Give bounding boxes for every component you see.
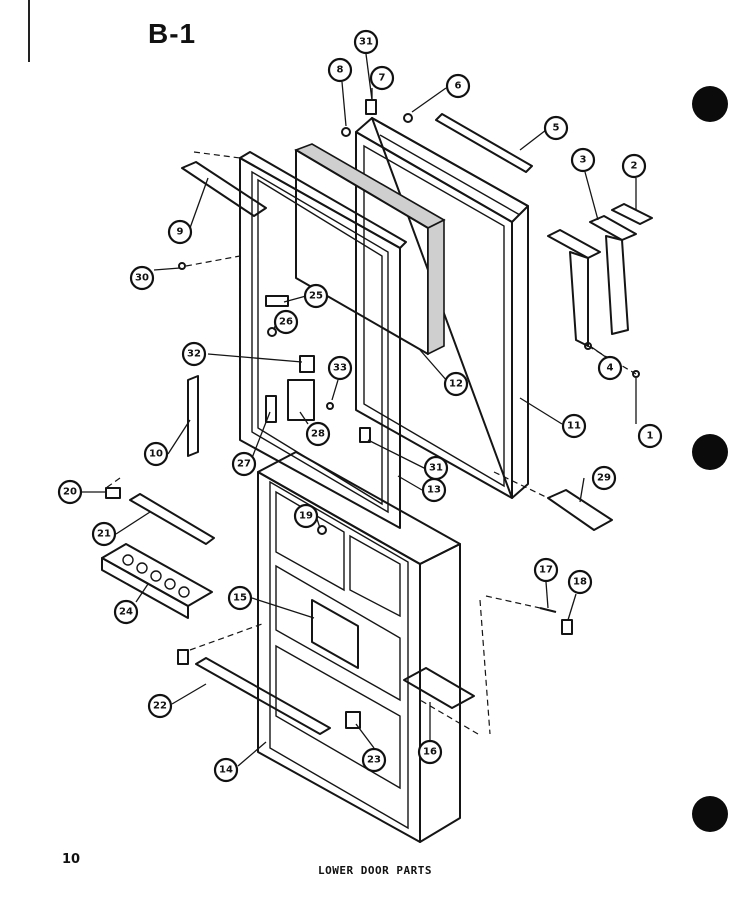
- svg-text:32: 32: [187, 349, 201, 360]
- callout-5: 5: [543, 115, 569, 141]
- callout-6: 6: [445, 73, 471, 99]
- svg-text:29: 29: [597, 473, 611, 484]
- svg-text:31: 31: [359, 37, 373, 48]
- punch-hole: [692, 86, 728, 122]
- diagram-caption: LOWER DOOR PARTS: [318, 864, 432, 877]
- door-gasket-frame: [239, 151, 407, 529]
- callout-leaders: [82, 53, 637, 767]
- svg-text:18: 18: [573, 577, 587, 588]
- svg-text:3: 3: [580, 155, 587, 166]
- svg-text:23: 23: [367, 755, 381, 766]
- svg-text:27: 27: [237, 459, 251, 470]
- svg-text:8: 8: [337, 65, 344, 76]
- callout-2: 2: [621, 153, 647, 179]
- svg-text:13: 13: [427, 485, 441, 496]
- callout-11: 11: [561, 413, 587, 439]
- callout-28: 28: [305, 421, 331, 447]
- callout-8: 8: [327, 57, 353, 83]
- punch-hole: [692, 796, 728, 832]
- svg-text:5: 5: [553, 123, 560, 134]
- callout-31-top: 31: [353, 29, 379, 55]
- svg-text:12: 12: [449, 379, 463, 390]
- callout-27: 27: [231, 451, 257, 477]
- callout-22: 22: [147, 693, 173, 719]
- dispenser-tray: [403, 667, 475, 709]
- callout-25: 25: [303, 283, 329, 309]
- punch-hole: [692, 434, 728, 470]
- svg-text:22: 22: [153, 701, 167, 712]
- callout-23: 23: [361, 747, 387, 773]
- svg-text:30: 30: [135, 273, 149, 284]
- callout-10: 10: [143, 441, 169, 467]
- callout-20: 20: [57, 479, 83, 505]
- callout-29: 29: [591, 465, 617, 491]
- liner-panel: [311, 599, 359, 669]
- svg-text:6: 6: [455, 81, 462, 92]
- svg-text:19: 19: [299, 511, 313, 522]
- svg-text:10: 10: [149, 449, 163, 460]
- inner-door-liner: [257, 451, 461, 843]
- svg-text:14: 14: [219, 765, 233, 776]
- top-trim-strip: [435, 113, 533, 173]
- callout-bubbles: 1 2 3 4 5 6 7 8 9 10 11 12 13 14 15 16 1…: [57, 29, 663, 783]
- page-number: 10: [62, 852, 81, 867]
- svg-text:26: 26: [279, 317, 293, 328]
- svg-text:33: 33: [333, 363, 347, 374]
- svg-text:31: 31: [429, 463, 443, 474]
- svg-text:25: 25: [309, 291, 323, 302]
- svg-text:2: 2: [631, 161, 638, 172]
- diagram-title: B-1: [148, 18, 197, 49]
- lower-shelf-bar: [195, 657, 331, 735]
- callout-21: 21: [91, 521, 117, 547]
- callout-13: 13: [421, 477, 447, 503]
- svg-text:20: 20: [63, 487, 77, 498]
- insulation-block: [294, 143, 446, 356]
- egg-tray: [101, 543, 213, 619]
- callout-17: 17: [533, 557, 559, 583]
- svg-text:7: 7: [379, 73, 386, 84]
- callout-9: 9: [167, 219, 193, 245]
- svg-text:1: 1: [647, 431, 654, 442]
- callout-1: 1: [637, 423, 663, 449]
- callout-3: 3: [570, 147, 596, 173]
- svg-text:21: 21: [97, 529, 111, 540]
- callout-4: 4: [597, 355, 623, 381]
- binding-rule: [28, 0, 30, 62]
- frame-trim-strip: [181, 161, 267, 217]
- callout-30: 30: [129, 265, 155, 291]
- svg-text:16: 16: [423, 747, 437, 758]
- svg-text:9: 9: [177, 227, 184, 238]
- svg-text:24: 24: [119, 607, 133, 618]
- side-trim-strip: [187, 375, 199, 457]
- callout-15: 15: [227, 585, 253, 611]
- hinge-brackets: [547, 203, 653, 347]
- callout-18: 18: [567, 569, 593, 595]
- callout-19: 19: [293, 503, 319, 529]
- callout-16: 16: [417, 739, 443, 765]
- assembly-lines: [105, 151, 637, 735]
- callout-33: 33: [327, 355, 353, 381]
- callout-32: 32: [181, 341, 207, 367]
- callout-14: 14: [213, 757, 239, 783]
- callout-7: 7: [369, 65, 395, 91]
- callout-12: 12: [443, 371, 469, 397]
- callout-24: 24: [113, 599, 139, 625]
- shelf-rail: [129, 493, 215, 545]
- callout-31-lower: 31: [423, 455, 449, 481]
- svg-text:11: 11: [567, 421, 581, 432]
- svg-text:15: 15: [233, 593, 247, 604]
- svg-text:4: 4: [607, 363, 614, 374]
- bottom-trim-strip: [547, 489, 613, 531]
- callout-26: 26: [273, 309, 299, 335]
- svg-text:17: 17: [539, 565, 553, 576]
- svg-text:28: 28: [311, 429, 325, 440]
- small-hardware: [105, 99, 640, 729]
